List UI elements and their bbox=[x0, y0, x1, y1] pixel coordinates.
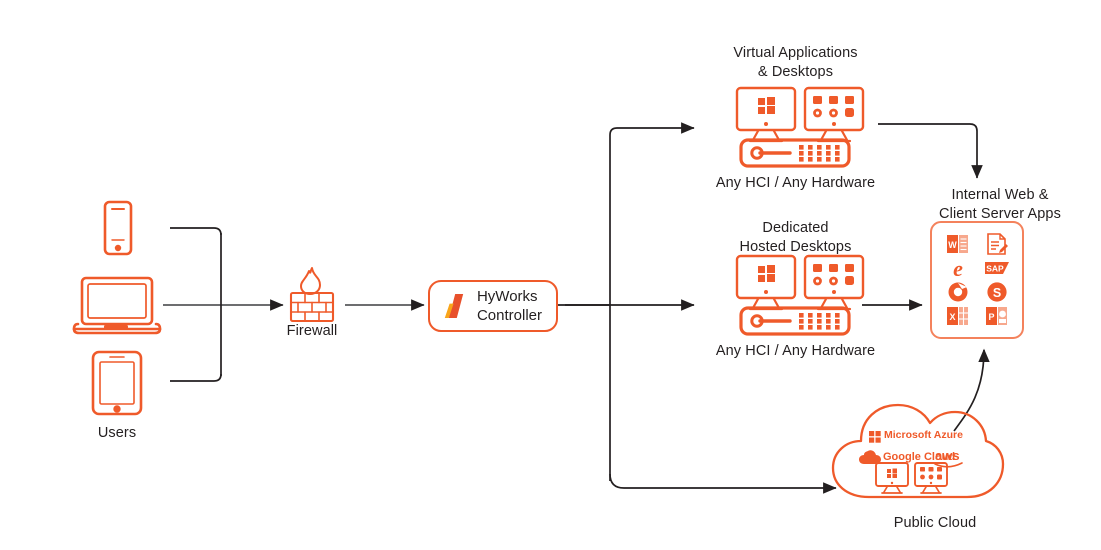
svg-text:P: P bbox=[988, 312, 994, 322]
virtual-apps-title: Virtual Applications & Desktops bbox=[733, 45, 858, 80]
svg-text:X: X bbox=[949, 312, 955, 322]
powerpoint-icon: P bbox=[985, 307, 1007, 325]
smartphone-icon bbox=[103, 200, 133, 256]
azure-label: Microsoft Azure bbox=[884, 429, 963, 441]
link-cloud-internalapps bbox=[953, 348, 990, 432]
flame-shape bbox=[300, 267, 321, 295]
excel-icon: X bbox=[946, 307, 968, 325]
link-virtualapps-internalapps bbox=[878, 123, 983, 179]
skype-icon: S bbox=[986, 282, 1007, 302]
cloud-outline bbox=[831, 403, 1005, 499]
users-label: Users bbox=[97, 425, 137, 441]
controller-label-line1: HyWorks bbox=[476, 287, 538, 305]
google-cloud-label: Google Cloud bbox=[883, 451, 956, 463]
svg-text:e: e bbox=[953, 257, 963, 279]
link-bus-cloud bbox=[609, 473, 837, 494]
hyworks-controller-box[interactable]: HyWorks Controller bbox=[428, 280, 558, 332]
laptop-icon bbox=[72, 276, 162, 335]
apps-grid-monitor bbox=[914, 462, 948, 494]
controller-label: HyWorks Controller bbox=[477, 287, 542, 325]
internal-apps-panel[interactable]: W e SAP S X bbox=[930, 221, 1024, 339]
windows-desktop-monitor bbox=[875, 462, 909, 494]
firewall-label: Firewall bbox=[286, 323, 338, 339]
chrome-circle-icon bbox=[948, 282, 967, 302]
internal-apps-title: Internal Web & Client Server Apps bbox=[939, 187, 1061, 222]
dedicated-desktops-caption: Any HCI / Any Hardware bbox=[715, 343, 876, 359]
tablet-icon bbox=[91, 350, 143, 416]
google-cloud-icon bbox=[859, 450, 881, 464]
microsoft-azure-icon bbox=[869, 431, 881, 443]
internet-explorer-icon: e bbox=[953, 257, 963, 279]
aws-label: aws bbox=[935, 448, 960, 463]
svg-text:S: S bbox=[992, 286, 1000, 300]
virtual-apps-caption: Any HCI / Any Hardware bbox=[715, 175, 876, 191]
server-appliance-icon bbox=[739, 138, 851, 168]
server-appliance-icon bbox=[739, 306, 851, 336]
sap-icon: SAP bbox=[984, 262, 1009, 274]
word-icon: W bbox=[946, 235, 968, 253]
public-cloud-label: Public Cloud bbox=[893, 515, 977, 531]
document-edit-icon bbox=[986, 233, 1008, 255]
controller-label-line2: Controller bbox=[476, 307, 542, 324]
link-bus-virtualapps bbox=[609, 122, 695, 136]
windows-desktop-monitor bbox=[735, 86, 797, 143]
svg-text:W: W bbox=[948, 240, 957, 250]
hyworks-logo bbox=[444, 294, 464, 318]
svg-text:SAP: SAP bbox=[986, 264, 1004, 274]
dedicated-desktops-title: Dedicated Hosted Desktops bbox=[739, 220, 852, 255]
